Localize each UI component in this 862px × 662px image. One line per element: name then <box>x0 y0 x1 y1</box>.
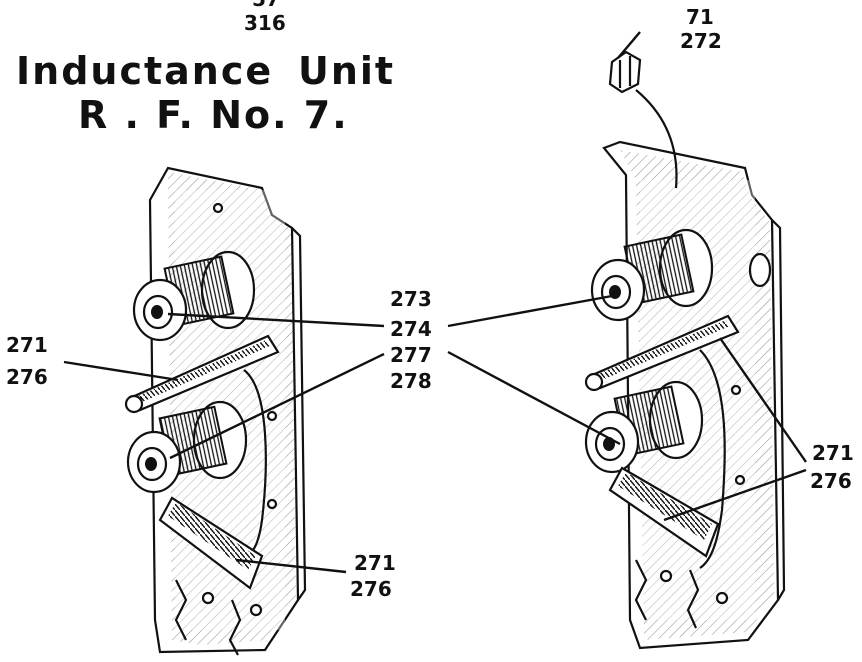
right-spring-clip <box>608 50 642 94</box>
callout-71: 71 <box>686 5 714 29</box>
callout-276-right: 276 <box>810 469 852 493</box>
right-upper-coil-knob <box>590 228 714 322</box>
left-plate-edge <box>291 227 307 601</box>
leader-277-left <box>169 352 385 460</box>
leader-277-right <box>447 350 621 446</box>
callout-278: 278 <box>390 369 432 393</box>
left-upper-coil-knob <box>132 250 256 342</box>
left-plate-hole <box>266 410 278 422</box>
right-plate-hole <box>715 591 729 605</box>
right-terminal-lug <box>634 559 648 621</box>
left-plate-hole <box>266 498 278 510</box>
left-plate-hole <box>249 603 263 617</box>
callout-271-left: 271 <box>6 333 48 357</box>
right-plate-hole <box>659 569 673 583</box>
callout-273: 273 <box>390 287 432 311</box>
leader-274-right <box>447 294 613 328</box>
callout-274: 274 <box>390 317 432 341</box>
left-plate-hole <box>201 591 215 605</box>
left-inductance-unit <box>124 166 307 656</box>
callout-276-bottom: 276 <box>350 577 392 601</box>
leader-clip <box>617 31 641 59</box>
right-terminal-lug <box>686 569 700 629</box>
right-coil-wire <box>699 349 726 569</box>
right-plate-edge <box>771 219 786 601</box>
callout-277: 277 <box>390 343 432 367</box>
right-side-knob <box>748 252 772 288</box>
right-plate-hole <box>730 384 742 396</box>
left-plate-hole <box>212 202 224 214</box>
leader-right-slider-upper <box>719 337 807 463</box>
callout-271-right: 271 <box>812 441 854 465</box>
left-back-plate <box>148 166 300 654</box>
callout-276-left: 276 <box>6 365 48 389</box>
title-model: R . F. No. 7. <box>78 93 349 137</box>
leader-right-slider-lower <box>663 468 807 522</box>
leader-bottom-slider <box>235 558 347 574</box>
title-word-unit: Unit <box>298 49 395 93</box>
page-ref-top: 57 <box>252 0 280 11</box>
left-lower-coil-knob <box>126 400 248 494</box>
right-lead-wire <box>635 89 678 189</box>
leader-left-slider <box>63 360 179 382</box>
left-terminal-lug <box>228 599 242 656</box>
callout-272: 272 <box>680 29 722 53</box>
leader-274-left <box>167 312 385 328</box>
right-inductance-unit <box>584 50 786 650</box>
page-ref-bottom: 316 <box>244 11 286 35</box>
left-terminal-lug <box>174 579 188 641</box>
leader-lines <box>63 31 807 574</box>
right-lower-coil-knob <box>584 380 704 474</box>
right-plate-hole <box>734 474 746 486</box>
title-word-inductance: Inductance <box>16 49 273 93</box>
callout-271-bottom: 271 <box>354 551 396 575</box>
